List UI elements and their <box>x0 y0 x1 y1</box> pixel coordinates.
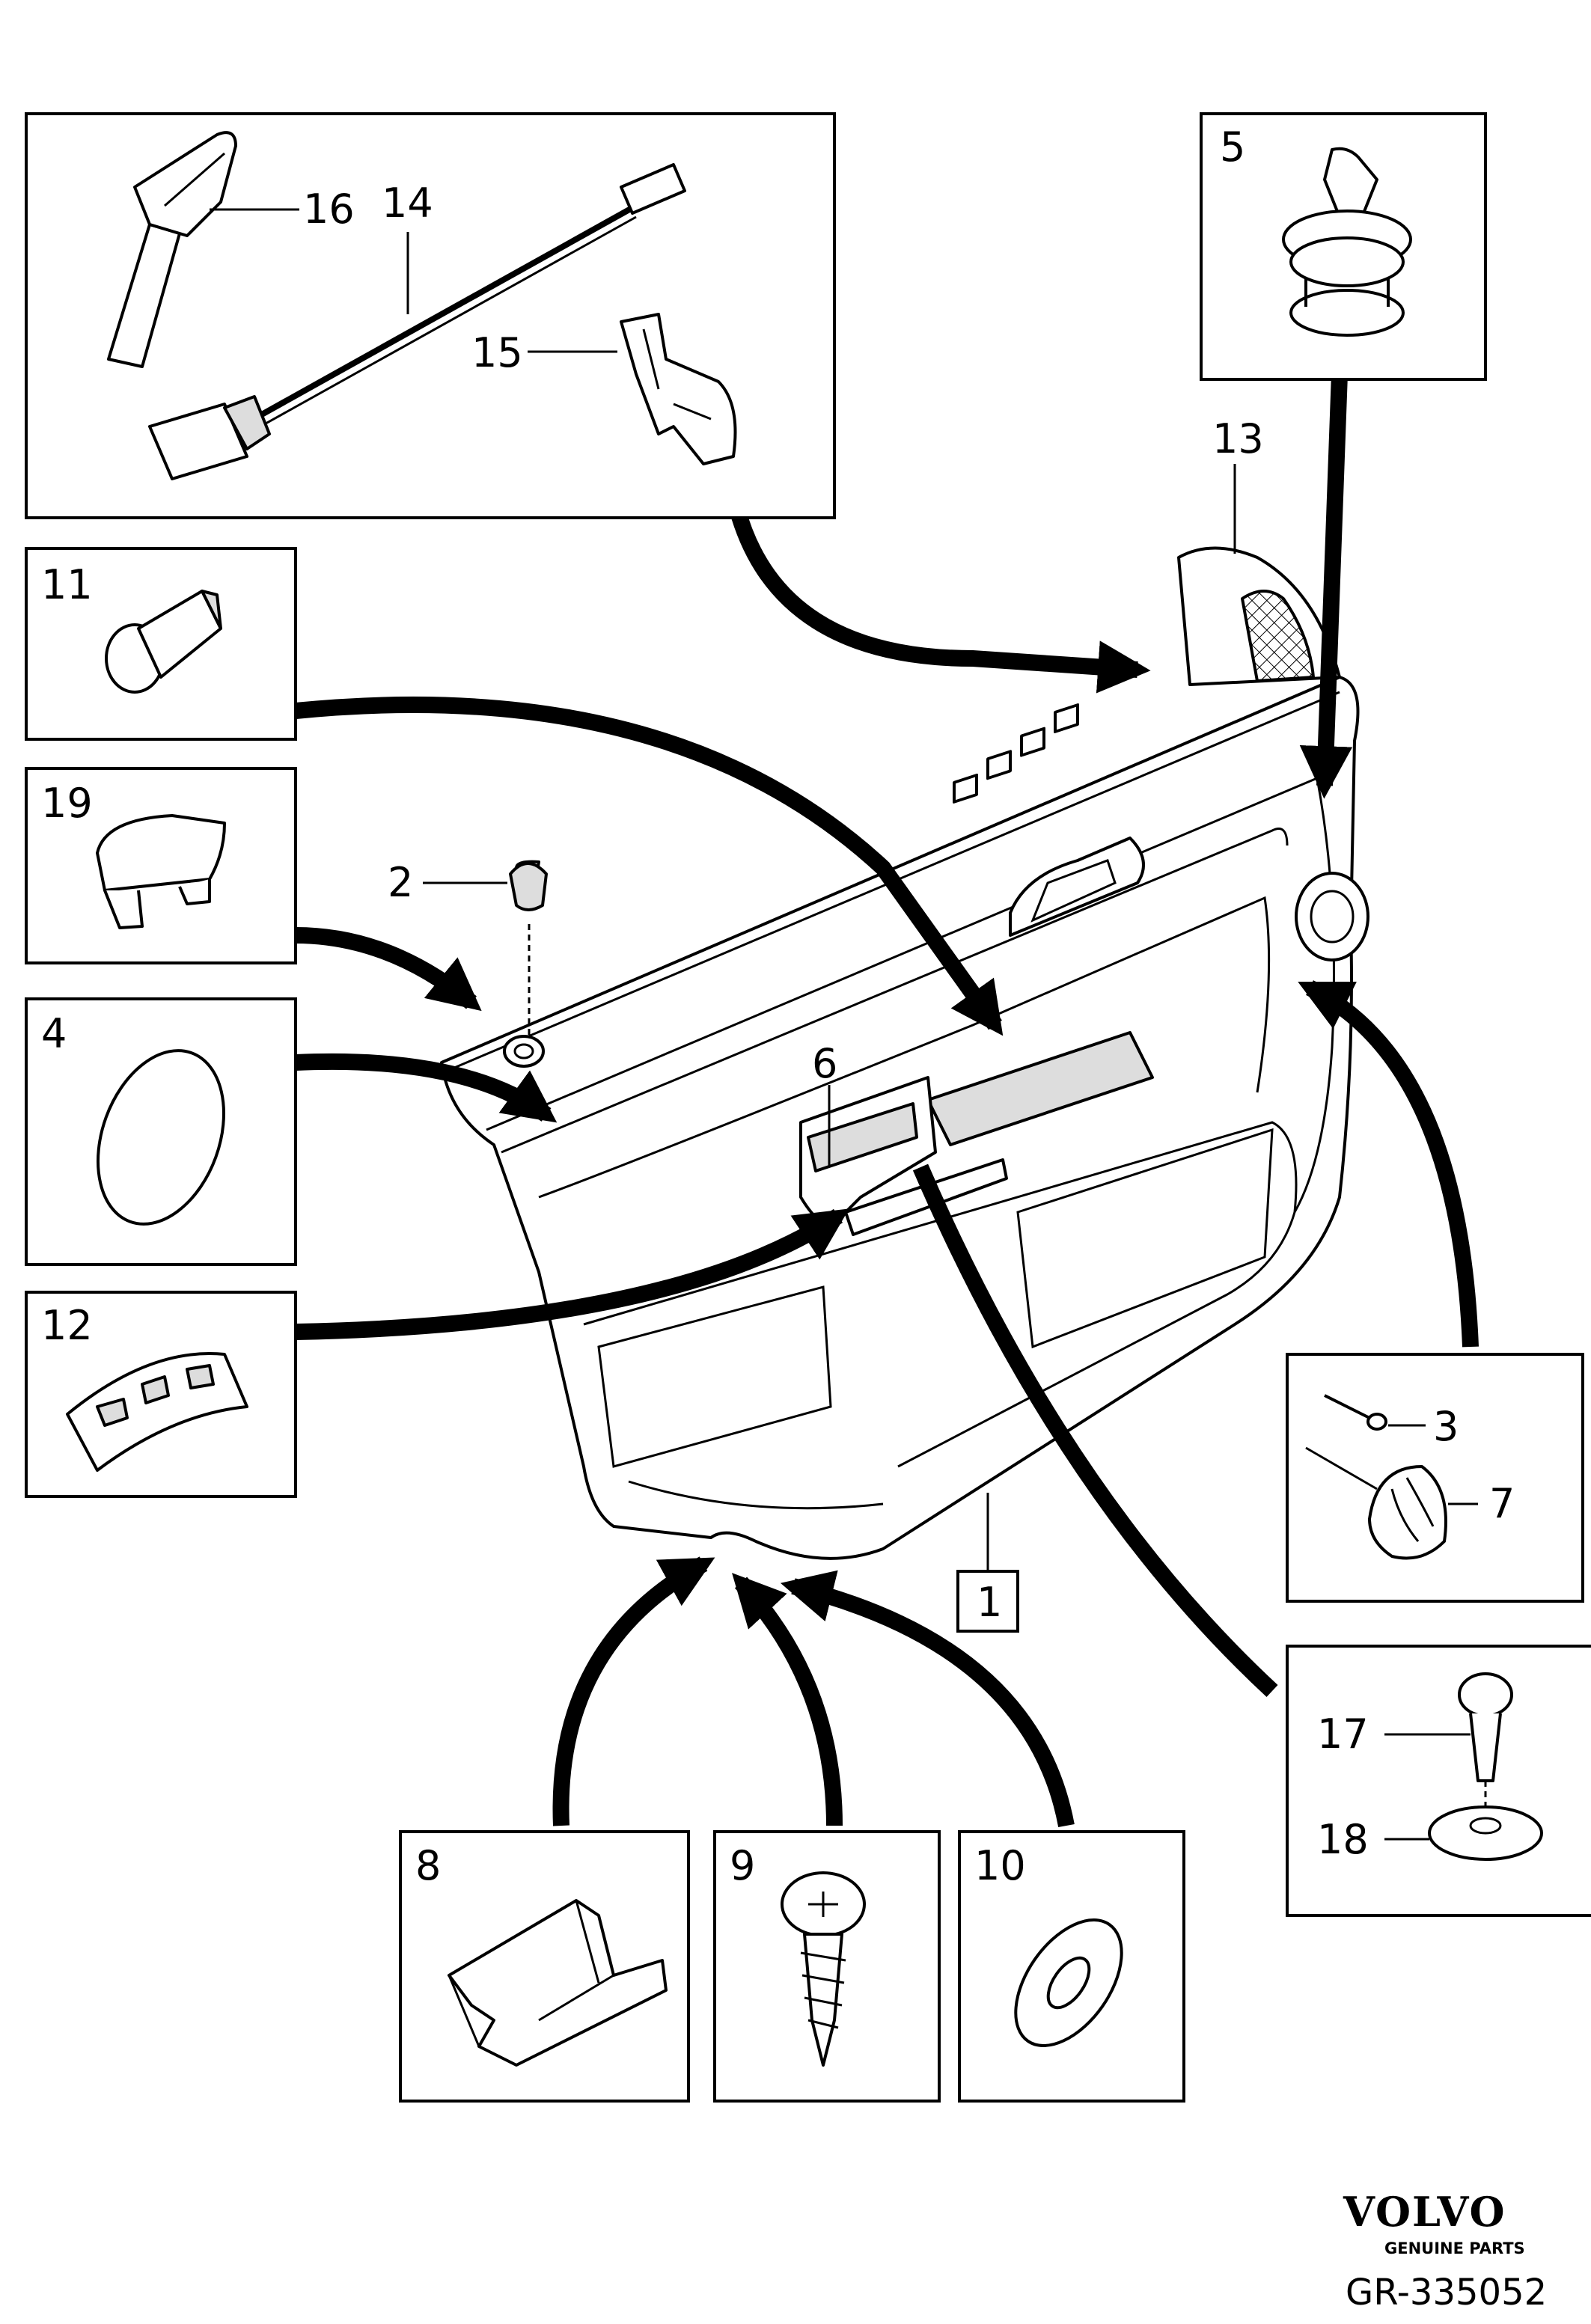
callout-11: 11 <box>41 561 93 608</box>
callout-12: 12 <box>41 1302 93 1349</box>
drawing-code: GR-335052 <box>1346 2272 1547 2314</box>
box-wiring-kit <box>25 112 836 519</box>
callout-8: 8 <box>415 1842 441 1889</box>
box-part-5 <box>1200 112 1487 381</box>
callout-7: 7 <box>1489 1480 1515 1527</box>
box-part-12 <box>25 1291 297 1498</box>
box-part-10 <box>958 1830 1185 2103</box>
genuine-parts-text: GENUINE PARTS <box>1384 2239 1525 2257</box>
callout-10: 10 <box>974 1842 1026 1889</box>
callout-labels: 16 14 15 5 13 11 19 2 4 6 12 3 7 1 17 18… <box>41 123 1515 1889</box>
part-2-grommet <box>423 860 548 1068</box>
callout-3: 3 <box>1433 1403 1459 1450</box>
callout-17: 17 <box>1317 1710 1369 1758</box>
callout-15: 15 <box>471 329 523 376</box>
window-switch-buttons <box>953 703 1079 804</box>
callout-18: 18 <box>1317 1816 1369 1863</box>
callout-16: 16 <box>303 186 355 233</box>
volvo-logo: VOLVO <box>1343 2188 1506 2236</box>
box-part-8 <box>399 1830 690 2103</box>
callout-1: 1 <box>977 1579 1002 1626</box>
box-part-4 <box>25 997 297 1266</box>
footer: VOLVO GENUINE PARTS GR-335052 <box>1343 2188 1547 2314</box>
callout-14: 14 <box>382 180 433 227</box>
part-1-callout-box <box>956 1570 1019 1633</box>
callout-6: 6 <box>812 1040 837 1087</box>
door-panel <box>440 676 1369 1560</box>
callout-19: 19 <box>41 780 93 827</box>
part-13-tweeter-cover <box>1177 464 1341 686</box>
callout-4: 4 <box>41 1010 67 1057</box>
box-parts-3-7 <box>1286 1353 1584 1603</box>
arrows <box>294 373 1479 1828</box>
box-parts-17-18 <box>1286 1645 1591 1917</box>
box-part-19 <box>25 767 297 964</box>
callout-13: 13 <box>1212 415 1264 462</box>
callout-9: 9 <box>730 1842 755 1889</box>
box-part-11 <box>25 547 297 741</box>
box-part-9 <box>713 1830 941 2103</box>
callout-2: 2 <box>388 859 413 906</box>
callout-5: 5 <box>1220 123 1245 171</box>
